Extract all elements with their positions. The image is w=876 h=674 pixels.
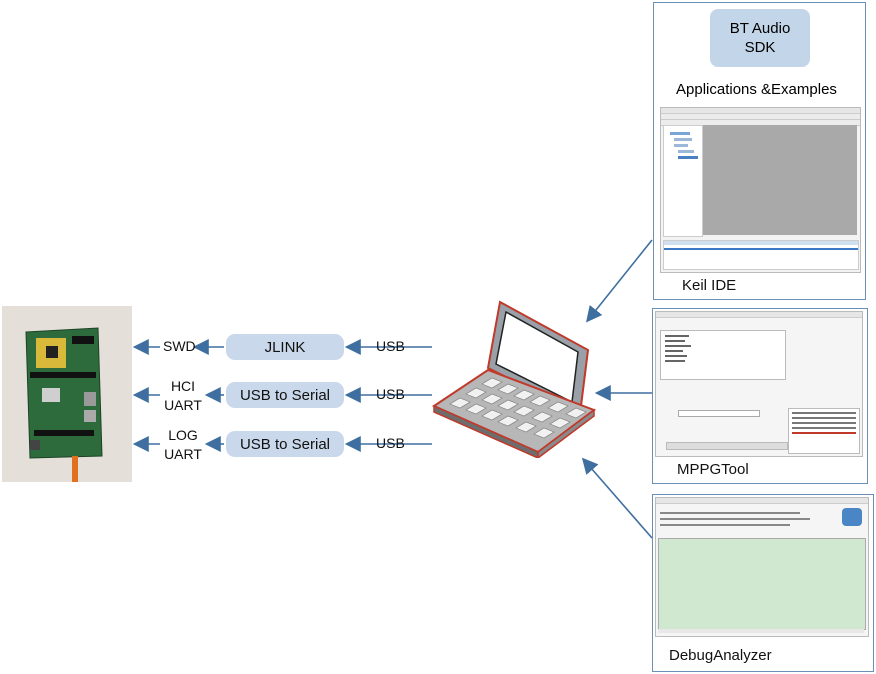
log-uart-label: LOG UART	[164, 427, 202, 462]
mppg-button-row	[666, 442, 788, 450]
bt-audio-sdk-box: BT Audio SDK	[710, 9, 810, 67]
debug-status-bar	[658, 629, 864, 633]
keil-ide-panel: BT Audio SDK Applications &Examples Keil…	[653, 2, 866, 300]
arrow-debug-to-laptop	[581, 457, 653, 539]
keil-project-tree	[663, 125, 703, 237]
dev-board-photo	[2, 306, 132, 482]
keil-ide-screenshot	[660, 107, 861, 273]
usb-label-row3: USB	[376, 435, 405, 451]
keil-editor-area	[703, 125, 857, 235]
mppg-message-box	[788, 408, 860, 454]
usb-label-row1: USB	[376, 338, 405, 354]
debuganalyzer-screenshot	[655, 497, 869, 637]
usb-to-serial-label-hci: USB to Serial	[239, 386, 331, 404]
debuganalyzer-caption: DebugAnalyzer	[669, 647, 772, 664]
applications-examples-label: Applications &Examples	[676, 81, 837, 98]
arrow-keil-to-laptop	[586, 239, 653, 323]
dev-board-drawing	[2, 306, 132, 482]
mppgtool-caption: MPPGTool	[677, 461, 749, 478]
usb-to-serial-box-hci: USB to Serial	[226, 382, 344, 408]
mppg-device-list	[660, 330, 786, 380]
mppg-path-field	[678, 410, 760, 417]
debuganalyzer-panel: DebugAnalyzer	[652, 494, 874, 672]
debug-log-area	[658, 538, 866, 630]
hci-uart-label: HCI UART	[164, 378, 202, 413]
keil-ide-caption: Keil IDE	[682, 277, 737, 294]
swd-label: SWD	[163, 338, 196, 354]
jlink-box-label: JLINK	[264, 338, 306, 356]
debug-settings-area	[660, 508, 820, 530]
mppgtool-panel: MPPGTool	[652, 308, 868, 484]
keil-build-output	[663, 240, 859, 270]
mppgtool-screenshot	[655, 311, 863, 457]
usb-label-row2: USB	[376, 386, 405, 402]
debug-logo	[842, 508, 862, 526]
jlink-box: JLINK	[226, 334, 344, 360]
usb-to-serial-label-log: USB to Serial	[239, 435, 331, 453]
usb-to-serial-box-log: USB to Serial	[226, 431, 344, 457]
laptop-icon	[431, 300, 597, 458]
